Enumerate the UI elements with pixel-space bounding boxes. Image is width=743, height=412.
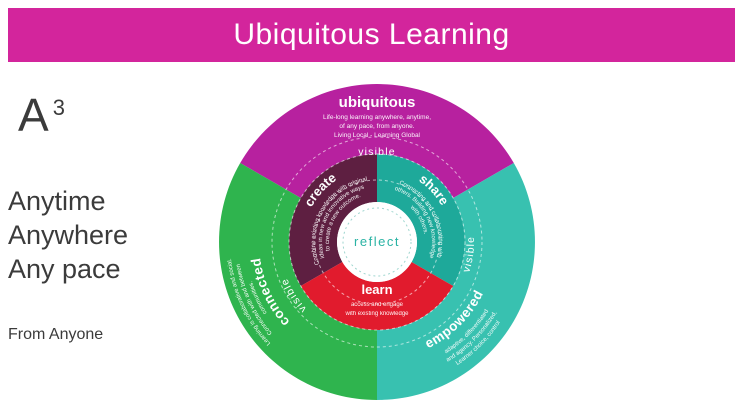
reflect-circle (337, 202, 417, 282)
ubiquitous-desc-line-1: Life-long learning anywhere, anytime, (323, 114, 431, 121)
reflect-dashed-ring (342, 207, 412, 277)
segment-empowered (377, 163, 535, 400)
learn-desc-line-2: with existing knowledge (344, 311, 409, 317)
formula-base: A (18, 89, 49, 141)
line-anytime: Anytime (8, 186, 106, 216)
a3-lines: Anytime Anywhere Any pace (8, 184, 188, 286)
line-anywhere: Anywhere (8, 220, 129, 250)
page-title: Ubiquitous Learning (233, 18, 510, 51)
segment-share (377, 154, 465, 286)
segment-ubiquitous (240, 84, 514, 198)
ubiquitous-desc-line-3: Living Local - Learning Global (334, 132, 421, 139)
learn-desc-line-1: access and engage (351, 302, 404, 308)
dashed-ring-outer (271, 136, 483, 348)
learn-label: learn (361, 282, 392, 297)
from-anyone-note: From Anyone (8, 326, 104, 343)
ubiquitous-desc-line-2: of any pace, from anyone. (339, 123, 414, 130)
line-anypace: Any pace (8, 254, 121, 284)
dashed-ring-mid (288, 153, 466, 331)
visible-label-top: visible (358, 146, 396, 158)
reflect-label: reflect (354, 234, 400, 249)
formula-exponent: 3 (52, 94, 65, 120)
dashed-ring-inner (314, 179, 440, 305)
ubiquitous-label: ubiquitous (339, 94, 416, 111)
segment-create (289, 154, 377, 286)
segment-learn (300, 262, 454, 330)
header-bar: Ubiquitous Learning (8, 8, 735, 62)
